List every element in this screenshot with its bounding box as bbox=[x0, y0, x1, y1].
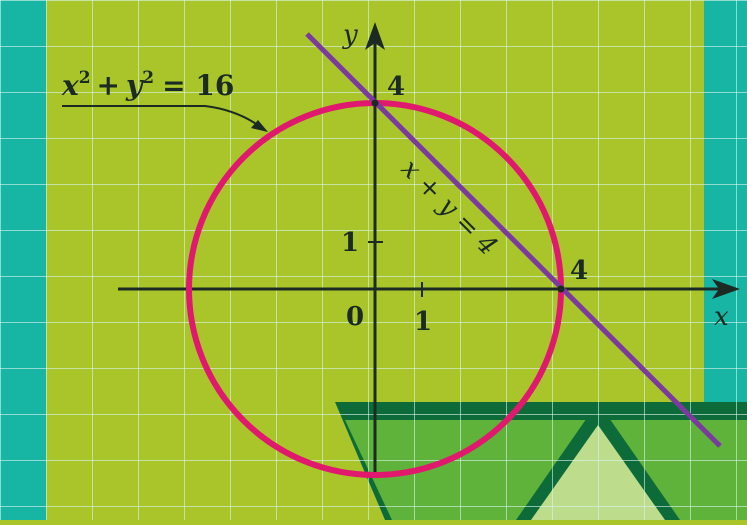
y-intercept-point bbox=[371, 99, 379, 107]
x-intercept-label: 4 bbox=[570, 256, 588, 286]
circle-equation-label: x2+y2= 16 bbox=[61, 68, 234, 102]
x-unit-label: 1 bbox=[414, 307, 432, 337]
eq-circle-rhs: = 16 bbox=[162, 69, 234, 102]
eq-circle-plus: + bbox=[97, 69, 120, 102]
x-axis-label: x bbox=[714, 302, 729, 332]
eq-circle-y: y bbox=[125, 69, 144, 102]
eq-circle-x-exp: 2 bbox=[79, 68, 91, 88]
leader-arrowhead bbox=[251, 120, 268, 132]
y-unit-label: 1 bbox=[341, 228, 359, 258]
eq-circle-x: x bbox=[61, 69, 79, 102]
y-axis-label: y bbox=[342, 20, 358, 50]
x-axis-arrowhead bbox=[712, 279, 740, 299]
y-axis-arrowhead bbox=[365, 22, 385, 50]
axes bbox=[118, 40, 722, 478]
eq-circle-y-exp: 2 bbox=[142, 68, 154, 88]
x-intercept-point bbox=[557, 285, 565, 293]
origin-label: 0 bbox=[346, 302, 364, 332]
y-intercept-label: 4 bbox=[387, 72, 405, 102]
